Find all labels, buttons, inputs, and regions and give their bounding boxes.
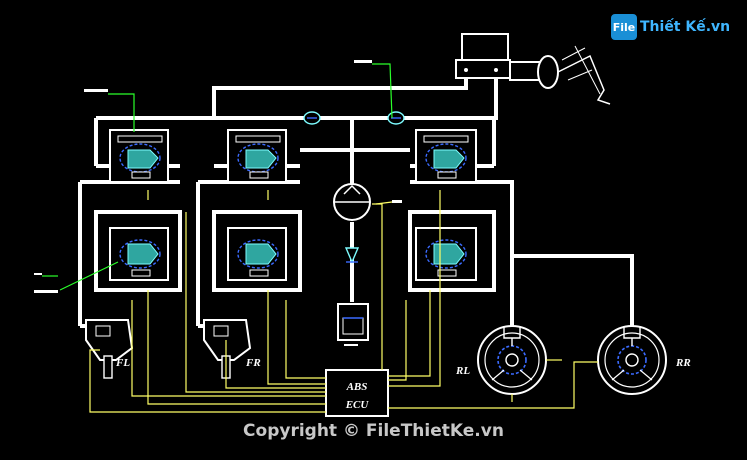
return-pump: [333, 183, 371, 221]
caliper-fr: [203, 319, 252, 379]
master-cylinder: [455, 33, 559, 89]
wheel-rl: [477, 325, 547, 395]
low-pressure-accumulator: [337, 303, 369, 341]
label-front-left: FL: [115, 357, 130, 369]
inlet-valve-rear: [415, 129, 477, 183]
copyright-notice: Copyright © FileThietKe.vn: [243, 421, 504, 441]
site-watermark: File Thiết Kế.vn: [611, 14, 730, 40]
leader-lines: [42, 63, 393, 291]
ecu-label-line1: ABS: [346, 381, 368, 393]
inlet-valve-fl: [109, 129, 169, 183]
brake-pedal: [557, 45, 611, 105]
outlet-valve-fl: [109, 227, 169, 281]
check-valve-left: [303, 111, 321, 125]
caliper-fl: [85, 319, 134, 379]
pump-check-valve: [344, 247, 360, 264]
ecu-label-line2: ECU: [345, 399, 370, 411]
label-rear-left: RL: [455, 365, 470, 377]
label-rear-right: RR: [675, 357, 691, 369]
wheel-rr: [597, 325, 667, 395]
label-front-right: FR: [245, 357, 261, 369]
abs-ecu: ABS ECU: [325, 369, 389, 417]
outlet-valve-rear: [415, 227, 477, 281]
outlet-valve-fr: [227, 227, 287, 281]
check-valve-right: [387, 111, 405, 125]
ecu-wiring: [89, 190, 598, 413]
site-logo-icon: File: [611, 14, 637, 40]
inlet-valve-fr: [227, 129, 287, 183]
site-name: Thiết Kế.vn: [640, 19, 731, 35]
callout-marks: [34, 60, 402, 346]
